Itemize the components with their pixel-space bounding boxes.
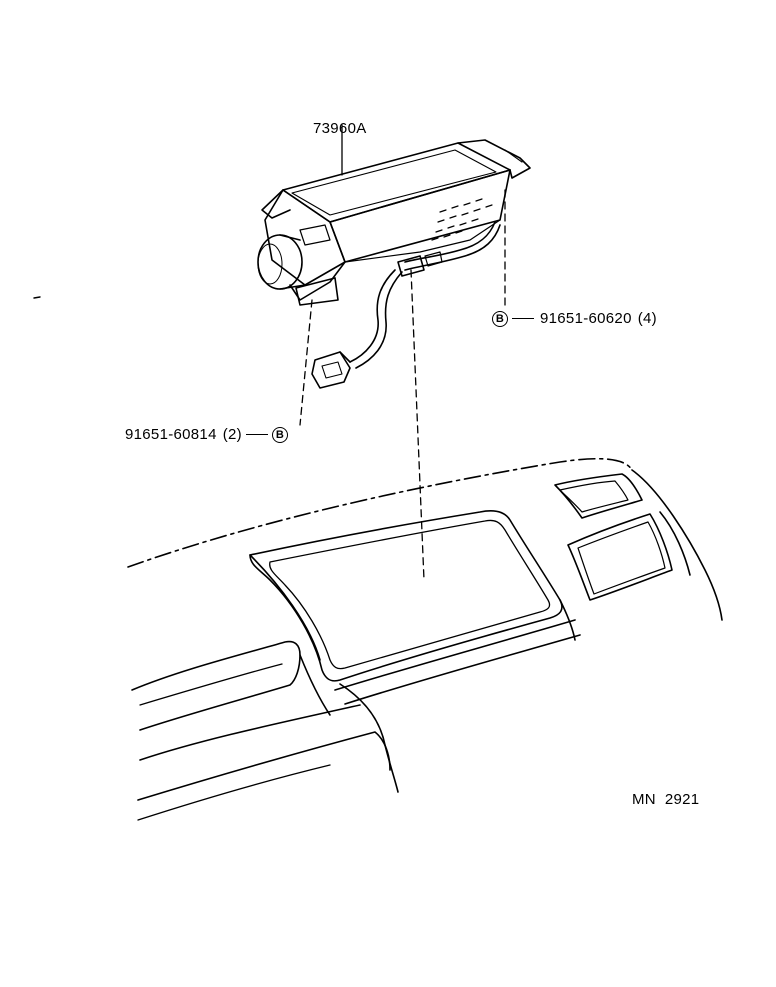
drawing-code: MN 2921 — [632, 791, 700, 808]
callout-bolt-lower: 91651-60814 (2) B — [125, 426, 288, 443]
callout-qty-upper: (4) — [637, 310, 657, 327]
vent-holes — [432, 199, 492, 240]
callout-leader-lower — [245, 434, 268, 435]
leader-lines — [300, 190, 505, 580]
callout-symbol-b-upper: B — [492, 310, 508, 327]
callout-part-lower: 91651-60814 — [125, 426, 217, 443]
instrument-panel — [128, 459, 722, 820]
airbag-module — [258, 140, 530, 388]
callout-leader-upper — [512, 318, 534, 319]
callout-bolt-upper: B 91651-60620 (4) — [492, 310, 657, 327]
callout-part-upper: 91651-60620 — [540, 310, 632, 327]
callout-symbol-b-lower: B — [271, 426, 288, 443]
callout-qty-lower: (2) — [222, 426, 242, 443]
main-part-number: 73960A — [313, 120, 367, 137]
